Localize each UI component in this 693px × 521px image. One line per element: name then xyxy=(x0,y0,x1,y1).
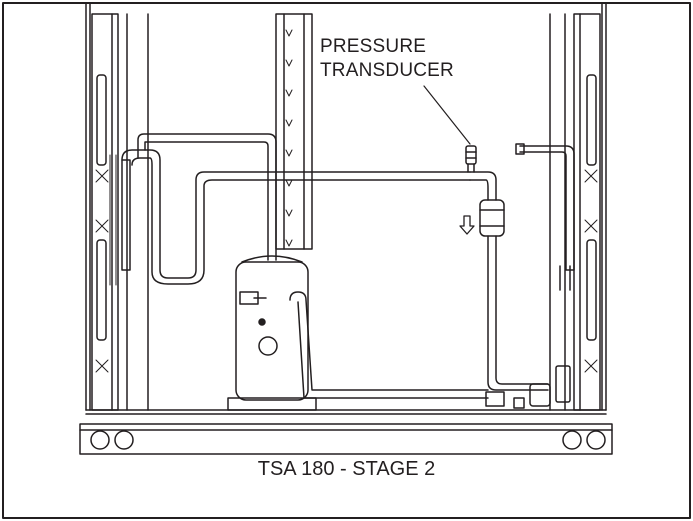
pressure-transducer xyxy=(423,85,477,165)
figure-caption: TSA 180 - STAGE 2 xyxy=(257,458,436,480)
lift-hole-4 xyxy=(586,430,606,450)
callout-leader-line xyxy=(423,85,471,145)
right-coil-panel xyxy=(549,13,601,411)
center-coil-column xyxy=(275,13,313,250)
liquid-line xyxy=(289,291,571,409)
flow-arrow-icon xyxy=(459,215,475,235)
base-rail xyxy=(79,423,613,455)
right-vapor-line xyxy=(515,143,575,291)
suction-line xyxy=(109,133,471,286)
lift-hole-2 xyxy=(114,430,134,450)
compressor xyxy=(227,255,317,411)
lift-hole-3 xyxy=(562,430,582,450)
left-coil-panel xyxy=(91,13,149,411)
lift-hole-1 xyxy=(90,430,110,450)
discharge-line xyxy=(467,163,497,201)
filter-drier xyxy=(479,199,549,391)
callout-pressure-label: PRESSURE xyxy=(320,36,427,57)
cabinet-frame xyxy=(85,3,607,415)
callout-transducer-label: TRANSDUCER xyxy=(320,60,454,81)
